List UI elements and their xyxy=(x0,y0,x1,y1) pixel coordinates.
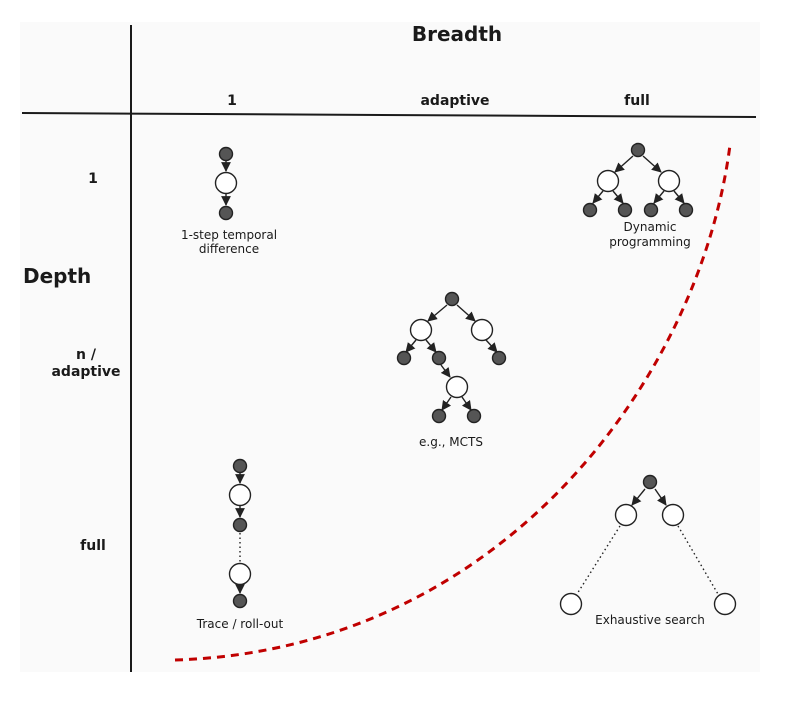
state-node xyxy=(431,408,447,424)
action-node xyxy=(661,503,685,527)
horizontal-axis-line xyxy=(21,112,757,118)
state-node xyxy=(491,350,507,366)
col-label-1: 1 xyxy=(227,93,237,109)
col-label-full: full xyxy=(624,93,650,109)
state-node xyxy=(630,142,646,158)
action-node xyxy=(657,169,681,193)
action-node xyxy=(470,318,494,342)
row-label-n: n / xyxy=(76,347,97,363)
state-node xyxy=(582,202,598,218)
action-node xyxy=(596,169,620,193)
depth-title: Depth xyxy=(23,264,91,288)
action-node xyxy=(614,503,638,527)
action-node xyxy=(409,318,433,342)
state-node xyxy=(396,350,412,366)
state-node xyxy=(617,202,633,218)
state-node xyxy=(232,458,248,474)
dp-caption-line2: programming xyxy=(609,235,690,249)
td-tree xyxy=(214,146,238,221)
action-node xyxy=(445,375,469,399)
td-caption-line2: difference xyxy=(199,242,259,256)
action-node xyxy=(713,592,737,616)
trace-tree xyxy=(228,458,252,609)
state-node xyxy=(444,291,460,307)
action-node xyxy=(228,562,252,586)
td-caption-line1: 1-step temporal xyxy=(181,228,277,242)
col-label-adaptive: adaptive xyxy=(420,93,489,109)
background-panel xyxy=(20,22,760,672)
dp-tree xyxy=(582,142,694,218)
state-node xyxy=(643,202,659,218)
row-label-adaptive: adaptive xyxy=(51,364,120,380)
breadth-title: Breadth xyxy=(412,22,502,46)
action-node xyxy=(559,592,583,616)
state-node xyxy=(232,517,248,533)
state-node xyxy=(431,350,447,366)
frontier-curve xyxy=(174,144,732,662)
mcts-caption: e.g., MCTS xyxy=(419,435,483,449)
state-node xyxy=(678,202,694,218)
row-label-1: 1 xyxy=(88,171,98,187)
row-label-full: full xyxy=(80,538,106,554)
state-node xyxy=(232,593,248,609)
action-node xyxy=(228,483,252,507)
mcts-tree xyxy=(396,291,507,424)
dp-caption-line1: Dynamic xyxy=(624,220,677,234)
action-node xyxy=(214,171,238,195)
trace-caption: Trace / roll-out xyxy=(196,617,284,631)
state-node xyxy=(466,408,482,424)
state-node xyxy=(642,474,658,490)
state-node xyxy=(218,146,234,162)
exhaustive-caption: Exhaustive search xyxy=(595,613,705,627)
exhaustive-tree xyxy=(559,474,737,616)
state-node xyxy=(218,205,234,221)
